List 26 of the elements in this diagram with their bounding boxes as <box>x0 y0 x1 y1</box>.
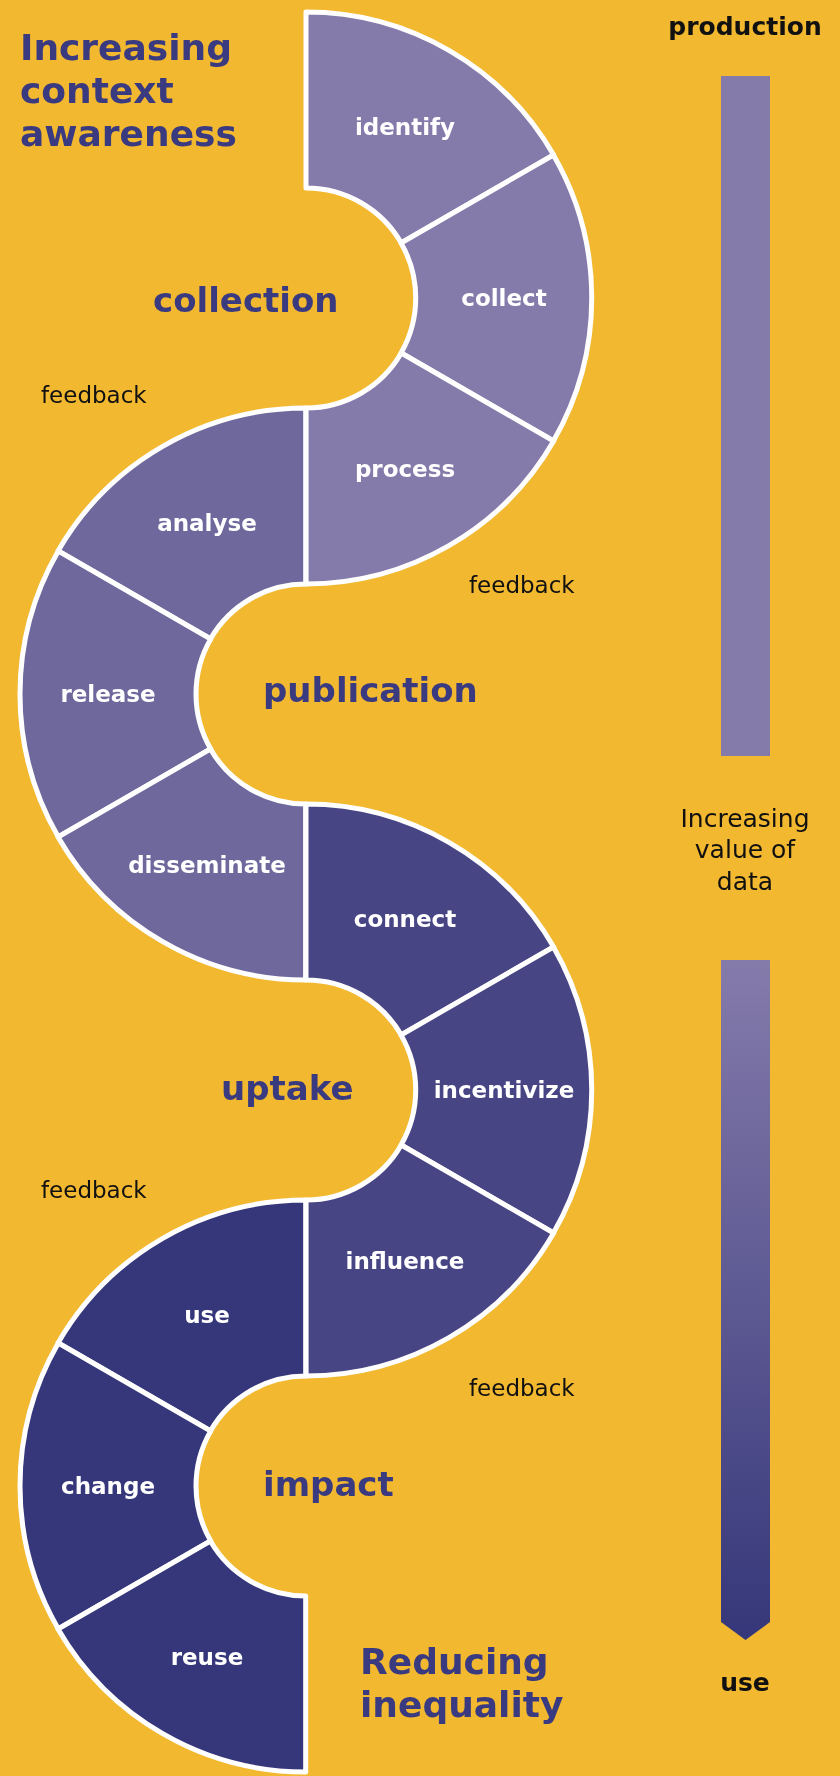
segment-label: use <box>184 1301 230 1328</box>
segment-label: collect <box>461 285 547 311</box>
stage-label: impact <box>263 1464 394 1504</box>
stage-label: collection <box>153 280 339 320</box>
segment-label: identify <box>354 113 456 140</box>
segment-label: influence <box>345 1248 465 1275</box>
feedback-label: feedback <box>41 1177 147 1203</box>
stage-label: publication <box>263 670 478 710</box>
feedback-label: feedback <box>469 1375 575 1401</box>
segment-label: process <box>354 456 456 483</box>
segment-block <box>54 1537 310 1776</box>
segment-label: reuse <box>170 1644 244 1671</box>
heading-text: Reducing inequality <box>360 1640 565 1727</box>
segment-label: release <box>60 681 156 707</box>
axis-note: Increasing value of data <box>679 803 811 897</box>
axis-label: use <box>720 1668 770 1697</box>
segment-label: disseminate <box>128 852 286 879</box>
segment-label: incentivize <box>433 1077 575 1103</box>
segment-label: change <box>61 1473 155 1499</box>
feedback-label: feedback <box>469 572 575 598</box>
segment-label: connect <box>353 905 457 932</box>
heading-text: Increasing context awareness <box>20 26 238 156</box>
stage-label: uptake <box>221 1068 354 1108</box>
segment-label: analyse <box>157 509 257 536</box>
axis-label: production <box>668 12 822 41</box>
feedback-label: feedback <box>41 382 147 408</box>
